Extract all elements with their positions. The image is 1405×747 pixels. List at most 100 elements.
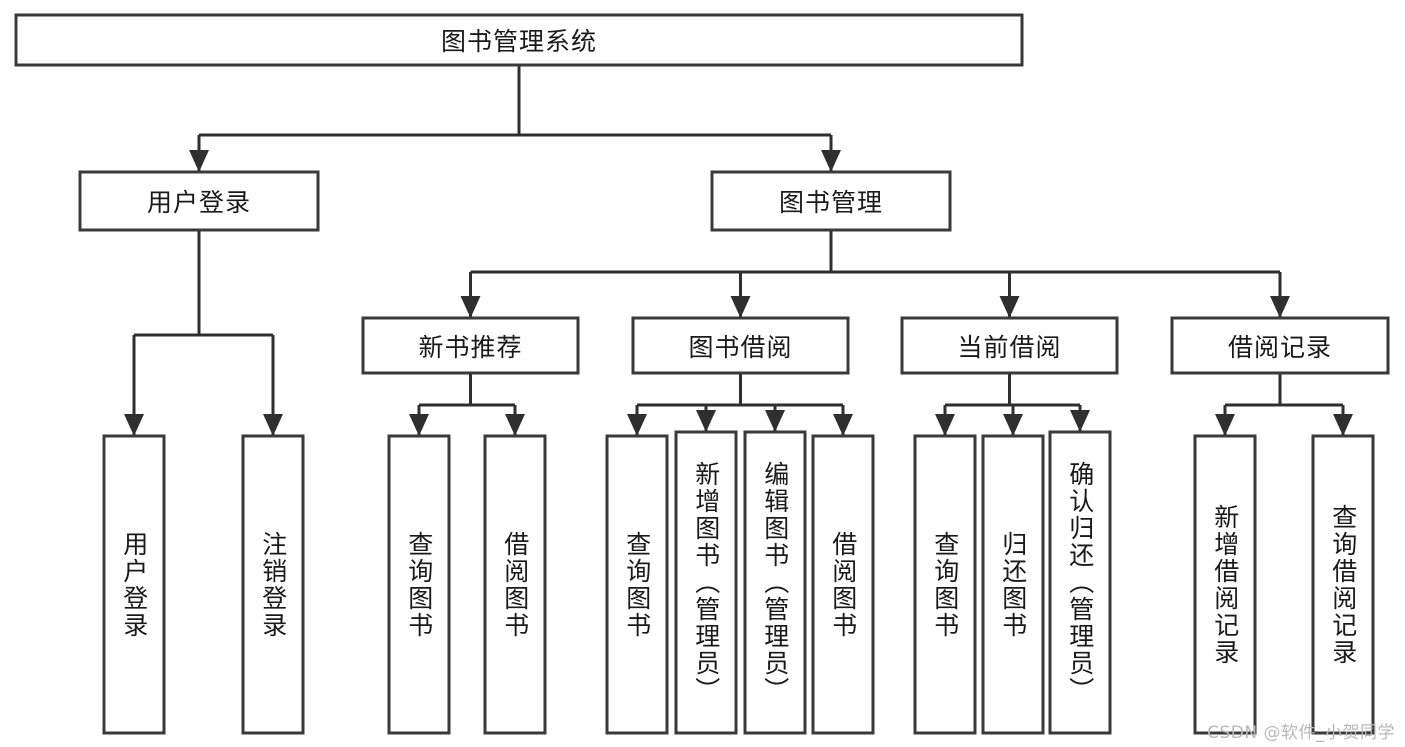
node-label-current-borrow: 当前借阅 <box>957 332 1062 362</box>
node-label-wrap-leaf-query-borrow-record: 查询借阅记录 <box>1328 503 1358 666</box>
node-leaf-return-book[interactable]: 归还图书 <box>981 434 1045 735</box>
node-leaf-user-logout[interactable]: 注销登录 <box>241 434 305 735</box>
node-box-leaf-edit-book[interactable] <box>743 430 807 735</box>
node-box-current-borrow[interactable] <box>900 316 1119 375</box>
node-label-wrap-leaf-add-book: 新增图书（管理员） <box>692 461 721 704</box>
arrow-head-icon <box>1003 414 1023 436</box>
node-box-leaf-add-borrow-record[interactable] <box>1193 434 1257 735</box>
node-leaf-confirm-return[interactable]: 确认归还（管理员） <box>1048 430 1112 735</box>
node-label-box: 查询图书 <box>608 437 666 732</box>
node-leaf-query-book-borrow[interactable]: 查询图书 <box>605 434 669 735</box>
node-label-wrap-leaf-borrow-book-recommend: 借阅图书 <box>486 437 544 732</box>
edge-group-borrow-record <box>1215 373 1353 436</box>
arrow-head-icon <box>730 296 751 318</box>
arrow-head-icon <box>1333 414 1353 436</box>
node-leaf-user-login[interactable]: 用户登录 <box>102 434 166 735</box>
node-label-box: 归还图书 <box>984 437 1042 732</box>
node-label-wrap-leaf-query-book-borrow: 查询图书 <box>608 437 666 732</box>
node-label-leaf-edit-book: 编辑图书（管理员） <box>760 461 790 704</box>
node-label-wrap-leaf-query-book-current: 查询图书 <box>930 530 960 639</box>
node-box-book-manage[interactable] <box>710 170 952 232</box>
node-label-leaf-user-login: 用户登录 <box>119 530 149 639</box>
node-label-wrap-leaf-user-login: 用户登录 <box>105 437 163 732</box>
node-label-box: 确认归还（管理员） <box>1051 433 1109 732</box>
edge-group-user-login <box>124 230 283 436</box>
node-leaf-add-borrow-record[interactable]: 新增借阅记录 <box>1193 434 1257 735</box>
node-box-leaf-confirm-return[interactable] <box>1048 430 1112 735</box>
node-box-leaf-user-login[interactable] <box>102 434 166 735</box>
node-label-wrap-root: 图书管理系统 <box>17 16 1021 64</box>
node-label-wrap-user-login: 用户登录 <box>81 173 317 229</box>
node-label-leaf-query-book-borrow: 查询图书 <box>622 530 652 639</box>
arrow-head-icon <box>189 150 209 172</box>
node-leaf-add-book[interactable]: 新增图书（管理员） <box>674 430 738 735</box>
node-leaf-query-book-current[interactable]: 查询图书 <box>913 434 977 735</box>
node-label-box: 用户登录 <box>81 173 317 229</box>
arrow-head-icon <box>935 414 955 436</box>
node-label-leaf-query-book-current: 查询图书 <box>930 530 960 639</box>
node-leaf-borrow-book[interactable]: 借阅图书 <box>811 434 875 735</box>
node-label-wrap-leaf-return-book: 归还图书 <box>984 437 1042 732</box>
node-label-leaf-query-book-recommend: 查询图书 <box>404 530 434 639</box>
node-box-leaf-query-book-current[interactable] <box>913 434 977 735</box>
node-label-wrap-leaf-borrow-book: 借阅图书 <box>828 530 858 639</box>
node-box-leaf-borrow-book[interactable] <box>811 434 875 735</box>
node-layer: 图书管理系统用户登录图书管理新书推荐图书借阅当前借阅借阅记录用户登录注销登录查询… <box>14 13 1390 735</box>
node-box-user-login[interactable] <box>78 170 320 232</box>
node-user-login[interactable]: 用户登录 <box>78 170 320 232</box>
node-book-manage[interactable]: 图书管理 <box>710 170 952 232</box>
node-box-book-borrow[interactable] <box>631 316 850 375</box>
node-label-box: 图书管理 <box>713 173 949 229</box>
node-label-leaf-add-borrow-record: 新增借阅记录 <box>1210 503 1240 666</box>
node-box-leaf-query-borrow-record[interactable] <box>1311 434 1375 735</box>
node-label-wrap-leaf-confirm-return: 确认归还（管理员） <box>1051 433 1109 732</box>
node-box-borrow-record[interactable] <box>1170 316 1390 375</box>
edge-group-root <box>189 65 841 172</box>
node-box-leaf-query-book-recommend[interactable] <box>387 434 451 735</box>
node-book-borrow[interactable]: 图书借阅 <box>631 316 850 375</box>
node-box-leaf-query-book-borrow[interactable] <box>605 434 669 735</box>
node-label-new-book-recommend: 新书推荐 <box>418 332 523 362</box>
node-box-new-book-recommend[interactable] <box>361 316 580 375</box>
node-borrow-record[interactable]: 借阅记录 <box>1170 316 1390 375</box>
node-label-box: 借阅图书 <box>486 437 544 732</box>
node-label-wrap-leaf-query-book-recommend: 查询图书 <box>390 437 448 732</box>
node-label-leaf-user-logout: 注销登录 <box>258 530 288 639</box>
node-leaf-edit-book[interactable]: 编辑图书（管理员） <box>743 430 807 735</box>
node-label-leaf-borrow-book: 借阅图书 <box>828 530 858 639</box>
node-label-leaf-confirm-return: 确认归还（管理员） <box>1065 461 1095 704</box>
edge-group-current-borrow <box>935 373 1090 436</box>
node-leaf-query-book-recommend[interactable]: 查询图书 <box>387 434 451 735</box>
node-label-leaf-query-borrow-record: 查询借阅记录 <box>1328 503 1358 666</box>
node-box-leaf-user-logout[interactable] <box>241 434 305 735</box>
node-box-root[interactable] <box>14 13 1024 67</box>
node-box-leaf-borrow-book-recommend[interactable] <box>483 434 547 735</box>
node-label-box: 查询图书 <box>390 437 448 732</box>
arrow-head-icon <box>460 296 481 318</box>
node-label-box: 图书借阅 <box>634 319 847 372</box>
node-label-user-login: 用户登录 <box>146 188 251 217</box>
arrow-head-icon <box>124 414 144 436</box>
connector-layer <box>124 65 1353 436</box>
arrow-head-icon <box>627 414 647 436</box>
node-root[interactable]: 图书管理系统 <box>14 13 1024 67</box>
arrow-head-icon <box>1070 410 1090 432</box>
node-label-book-manage: 图书管理 <box>778 188 883 217</box>
node-label-box: 用户登录 <box>105 437 163 732</box>
node-label-wrap-leaf-user-logout: 注销登录 <box>258 530 288 639</box>
edge-group-book-borrow <box>627 373 853 436</box>
node-label-wrap-leaf-add-borrow-record: 新增借阅记录 <box>1210 503 1240 666</box>
node-new-book-recommend[interactable]: 新书推荐 <box>361 316 580 375</box>
node-label-book-borrow: 图书借阅 <box>688 332 793 362</box>
arrow-head-icon <box>765 410 785 432</box>
arrow-head-icon <box>263 414 283 436</box>
node-leaf-query-borrow-record[interactable]: 查询借阅记录 <box>1311 434 1375 735</box>
node-leaf-borrow-book-recommend[interactable]: 借阅图书 <box>483 434 547 735</box>
edge-group-book-manage <box>460 230 1290 318</box>
node-box-leaf-add-book[interactable] <box>674 430 738 735</box>
node-box-leaf-return-book[interactable] <box>981 434 1045 735</box>
node-label-leaf-return-book: 归还图书 <box>998 530 1028 639</box>
node-label-wrap-book-manage: 图书管理 <box>713 173 949 229</box>
node-current-borrow[interactable]: 当前借阅 <box>900 316 1119 375</box>
node-label-box: 图书管理系统 <box>17 16 1021 64</box>
